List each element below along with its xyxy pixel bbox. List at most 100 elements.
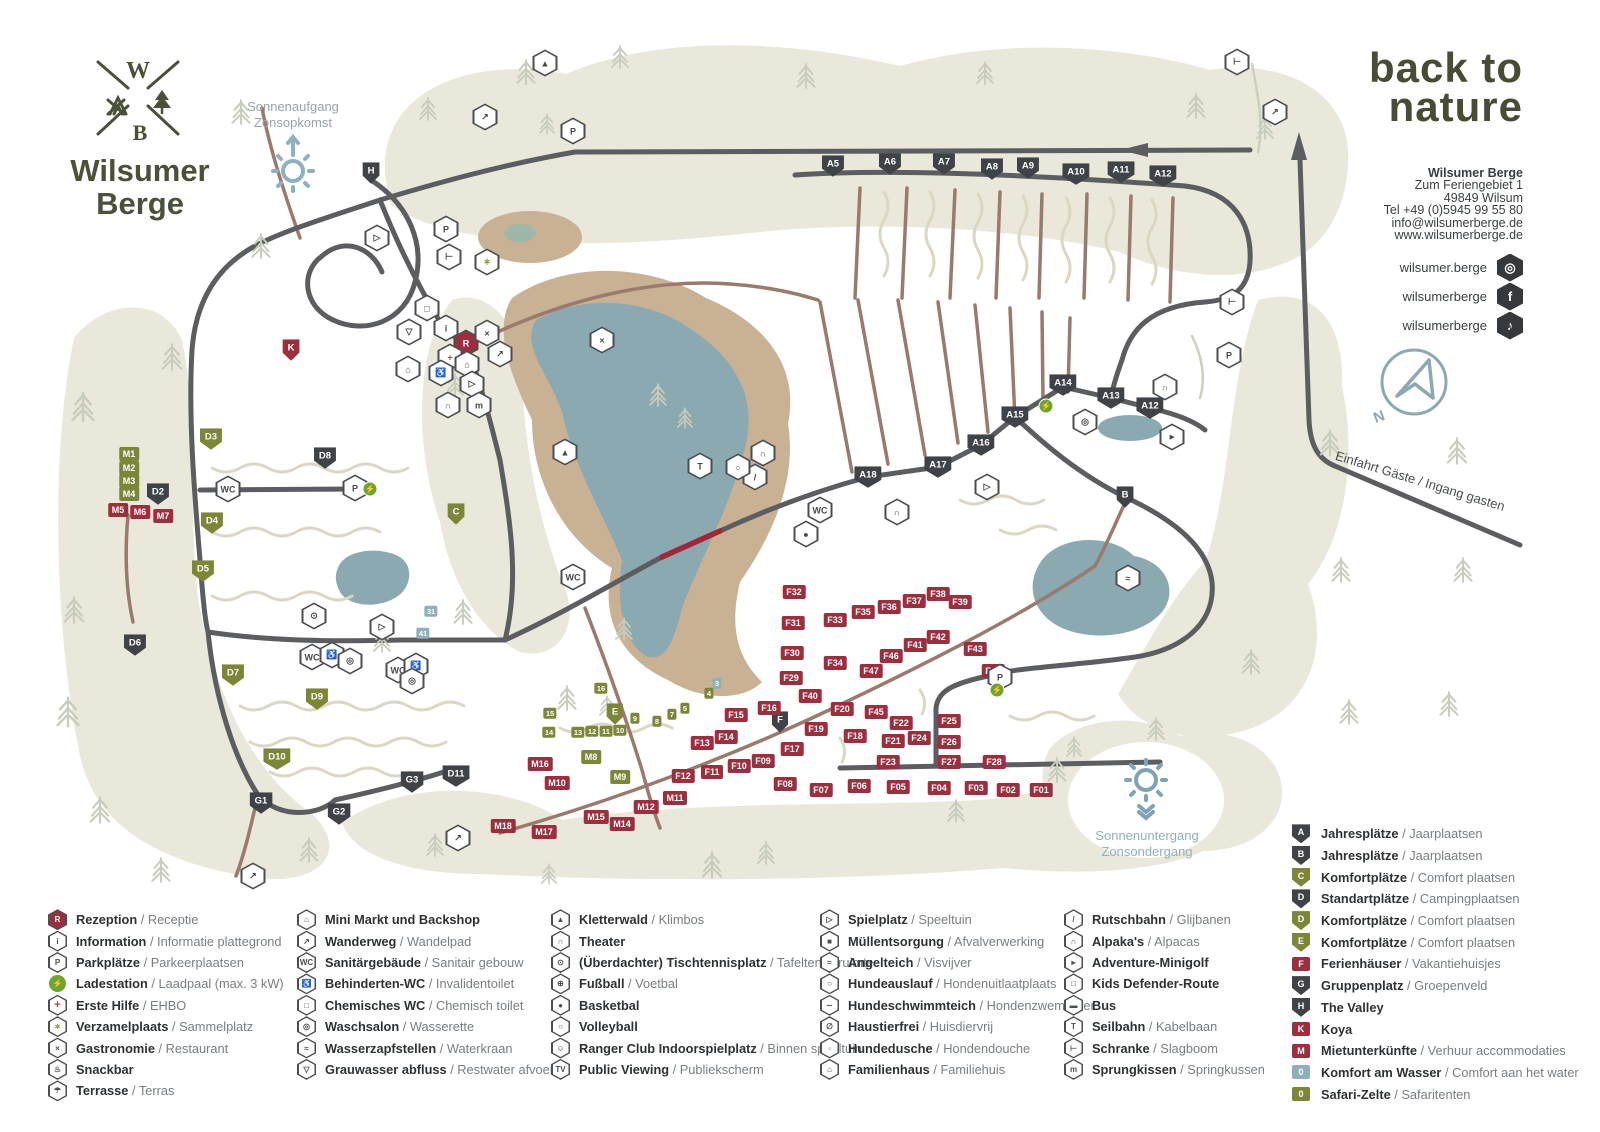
legend-icon: TV <box>551 1058 570 1080</box>
plot-label: F22 <box>889 716 913 730</box>
pitch-label: 12 <box>585 725 599 737</box>
plot-label: G1 <box>249 792 273 814</box>
pitch-label: 14 <box>542 726 556 738</box>
plot-label: A9 <box>1016 157 1040 179</box>
plot-label: A7 <box>932 153 956 175</box>
plot-label: M1 <box>119 447 139 461</box>
legend-icon: WC <box>297 951 316 973</box>
social-instagram: wilsumer.berge ◎ <box>1223 253 1523 282</box>
plot-label: F47 <box>859 664 883 678</box>
pitch-label: 9 <box>630 712 640 724</box>
plot-label: M12 <box>633 800 659 814</box>
legend-family-house: ⌂ Familienhaus / Familiehuis <box>820 1058 1095 1080</box>
pitch-label: 31 <box>424 605 438 617</box>
plot-label: M5 <box>108 503 128 517</box>
area-badge: C <box>1292 867 1310 887</box>
plot-label: K <box>282 339 300 361</box>
legend-theater: ∩ Theater <box>551 930 874 952</box>
legend-alpacas: ∩ Alpaka's / Alpacas <box>1064 930 1265 952</box>
plot-label: M15 <box>583 810 609 824</box>
alpaca-icon: ∩ <box>750 439 776 467</box>
legend-icon: ∼ <box>820 994 839 1016</box>
plot-label: F03 <box>964 781 988 795</box>
plot-label: F12 <box>671 769 695 783</box>
wc-icon: WC <box>807 496 833 524</box>
plot-label: D6 <box>123 634 147 656</box>
legend-icon: ▸ <box>1064 951 1083 973</box>
legend-fishing: ≈ Angelteich / Visvijver <box>820 951 1095 973</box>
plot-label: F41 <box>903 638 927 652</box>
legend-bus: ▬ Bus <box>1064 994 1265 1016</box>
plot-label: A13 <box>1097 387 1125 409</box>
plot-label: F08 <box>773 777 797 791</box>
area-badge: E <box>1292 932 1310 952</box>
legend-icon: + <box>48 994 67 1016</box>
plot-label: F28 <box>982 755 1006 769</box>
legend-icon: ▲ <box>551 909 570 931</box>
legend-icon: ♿ <box>297 973 316 995</box>
area-badge: K <box>1292 1022 1310 1037</box>
pitch-label: 5 <box>680 702 690 714</box>
area-badge: G <box>1292 976 1310 996</box>
legend-icon: ∩ <box>551 930 570 952</box>
plot-label: F10 <box>727 759 751 773</box>
contact-name: Wilsumer Berge <box>1427 166 1523 180</box>
legend-climbing: ▲ Kletterwald / Klimbos <box>551 909 874 931</box>
plot-label: A8 <box>980 158 1004 180</box>
legend-column-3: ▲ Kletterwald / Klimbos ∩ Theater ⊙ (Übe… <box>551 909 874 1080</box>
legend-column-5: / Rutschbahn / Glijbanen ∩ Alpaka's / Al… <box>1064 909 1265 1080</box>
pitch-label: 8 <box>652 715 662 727</box>
legend-charging: ⚡ Ladestation / Laadpaal (max. 3 kW) <box>48 973 284 994</box>
plot-label: F36 <box>877 600 901 614</box>
pitch-label: 41 <box>416 627 430 639</box>
legend-icon: ≈ <box>820 951 839 973</box>
plot-label: M4 <box>119 487 139 501</box>
brand-name-line2: Berge <box>96 185 184 221</box>
legend-icon: ⊙ <box>551 951 570 973</box>
hedges <box>210 190 1158 778</box>
legend-icon: ⌂ <box>820 1058 839 1080</box>
legend-column-2: ⌂ Mini Markt und Backshop ↗ Wanderweg / … <box>297 909 554 1080</box>
legend-icon: ⚡ <box>48 973 67 994</box>
plot-label: M7 <box>153 509 173 523</box>
social-icon: f <box>1497 282 1523 311</box>
legend-icon: ▷ <box>820 909 839 931</box>
pitch-label: 10 <box>613 724 627 736</box>
legend-parking: P Parkplätze / Parkeerplaatsen <box>48 951 284 973</box>
climbing-forest-icon: ▲ <box>532 49 558 77</box>
plot-label: F37 <box>902 594 926 608</box>
legend-icon: P <box>48 951 67 973</box>
plot-label: D4 <box>200 512 224 534</box>
legend-cable-car: T Seilbahn / Kabelbaan <box>1064 1016 1265 1038</box>
closed-road-segment <box>659 528 723 560</box>
area-badge: B <box>1292 846 1310 866</box>
facility-icon: ● <box>793 520 819 548</box>
area-d-standard: D Standartplätze / Campingplaatsen <box>1292 888 1579 910</box>
charging-icon: ⚡ <box>989 682 1005 698</box>
charging-icon: ⚡ <box>1038 398 1054 414</box>
area-legend: A Jahresplätze / Jaarplaatsen B Jahrespl… <box>1292 823 1579 1105</box>
pitch-label: 15 <box>543 707 557 719</box>
plot-label: E <box>606 703 624 725</box>
plot-label: M2 <box>119 461 139 475</box>
legend-icon: T <box>1064 1016 1083 1038</box>
legend-icon: ☺ <box>551 1037 570 1059</box>
plot-label: H <box>362 162 380 184</box>
plot-label: F45 <box>864 705 888 719</box>
area-badge: D <box>1292 889 1310 909</box>
legend-barrier: ⊢ Schranke / Slagboom <box>1064 1037 1265 1059</box>
area-m: M Mietunterkünfte / Verhuur accommodatie… <box>1292 1040 1579 1062</box>
legend-reception: R Rezeption / Receptie <box>48 909 284 931</box>
legend-icon: i <box>48 930 67 952</box>
plot-label: F27 <box>937 755 961 769</box>
brand-name-line1: Wilsumer <box>70 153 210 188</box>
plot-label: F19 <box>804 722 828 736</box>
legend-accessible-wc: ♿ Behinderten-WC / Invalidentoilet <box>297 973 554 995</box>
legend-icon: ⌂ <box>297 909 316 931</box>
area-a: A Jahresplätze / Jaarplaatsen <box>1292 823 1579 845</box>
legend-icon: ∅ <box>820 1016 839 1038</box>
theater-icon: ∩ <box>884 498 910 526</box>
plot-label: F26 <box>937 735 961 749</box>
contact-tel: Tel +49 (0)5945 99 55 80 <box>1383 203 1523 218</box>
